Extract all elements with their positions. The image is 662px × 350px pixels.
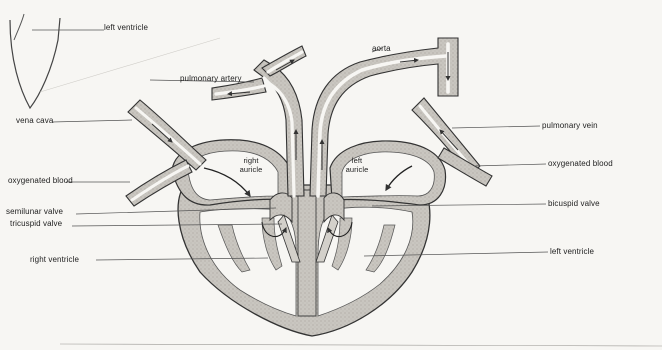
label-right-auricle: right auricle	[234, 156, 268, 174]
label-tricuspid-valve: tricuspid valve	[10, 219, 62, 229]
label-aorta: aorta	[372, 44, 391, 54]
heart-fragment-vessel	[14, 14, 24, 40]
label-oxygenated-blood-right: oxygenated blood	[548, 159, 613, 169]
label-left-auricle-line2: auricle	[346, 165, 369, 174]
label-pulmonary-vein: pulmonary vein	[542, 121, 598, 131]
label-semilunar-valve: semilunar valve	[6, 207, 63, 217]
label-right-auricle-line2: auricle	[240, 165, 263, 174]
label-pulmonary-artery: pulmonary artery	[180, 74, 242, 84]
septum	[298, 190, 316, 316]
label-oxygenated-blood-left: oxygenated blood	[8, 176, 73, 186]
label-left-auricle: left auricle	[340, 156, 374, 174]
label-right-ventricle: right ventricle	[30, 255, 79, 265]
bottom-rule	[60, 344, 662, 346]
label-left-ventricle-top: left ventricle	[104, 23, 148, 33]
label-right-auricle-line1: right	[243, 156, 258, 165]
vena-cava-lumen	[136, 108, 200, 164]
label-left-auricle-line1: left	[352, 156, 362, 165]
label-bicuspid-valve: bicuspid valve	[548, 199, 600, 209]
label-left-ventricle-bottom: left ventricle	[550, 247, 594, 257]
label-vena-cava: vena cava	[16, 116, 53, 126]
